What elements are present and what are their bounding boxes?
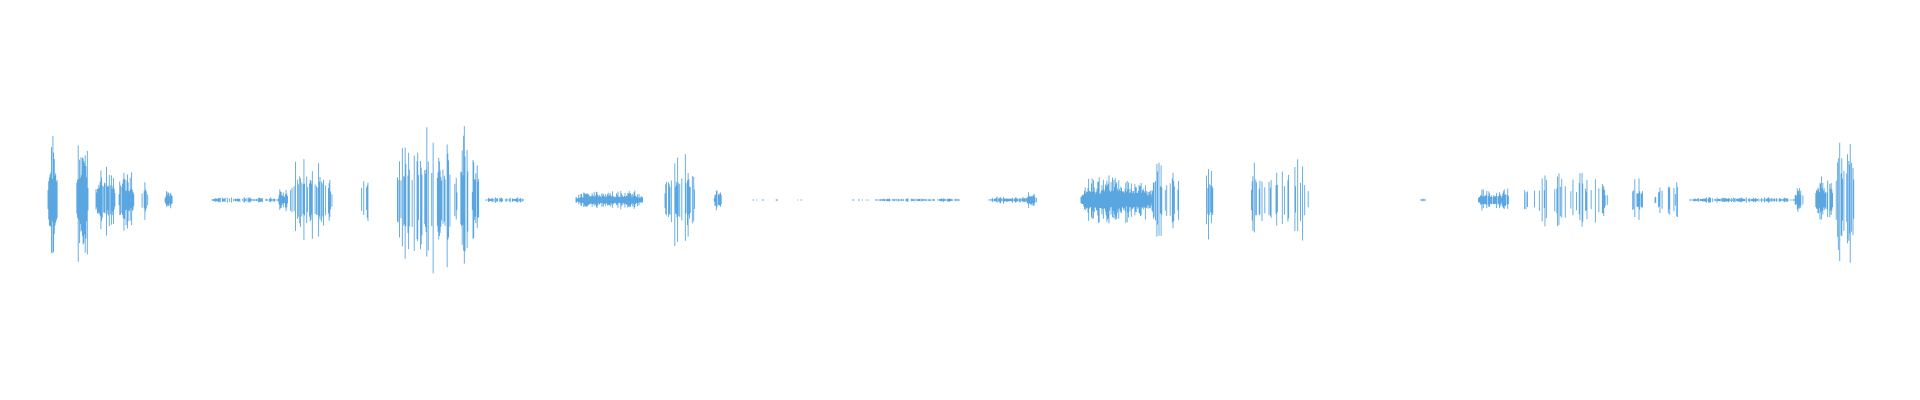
waveform-sample-dot — [858, 199, 860, 201]
waveform-burst — [471, 160, 480, 239]
waveform-burst — [875, 198, 960, 202]
waveform-sample-dot — [800, 199, 802, 201]
waveform-burst — [396, 127, 458, 274]
waveform-sample-dot — [762, 199, 764, 201]
waveform-burst — [1026, 192, 1037, 209]
waveform-burst — [118, 172, 135, 231]
waveform-sample-dot — [775, 199, 777, 201]
waveform-burst — [1080, 175, 1153, 224]
waveform-sample-dot — [852, 199, 854, 201]
waveform-burst — [164, 191, 173, 209]
waveform-burst — [277, 189, 288, 212]
waveform-burst — [1524, 172, 1608, 227]
waveform-burst — [1500, 188, 1509, 209]
waveform-burst — [664, 154, 695, 247]
waveform-sample-dot — [1424, 199, 1426, 201]
waveform-burst — [47, 135, 58, 254]
waveform-burst — [1206, 169, 1214, 240]
waveform-burst — [988, 196, 1028, 204]
waveform-burst — [1654, 182, 1678, 218]
waveform-burst — [485, 197, 525, 203]
waveform-burst — [361, 181, 369, 221]
waveform-bursts — [47, 126, 1855, 274]
waveform-burst — [1794, 188, 1804, 212]
waveform-burst — [211, 197, 278, 203]
waveform-burst — [76, 145, 89, 262]
waveform-burst — [575, 190, 643, 210]
waveform-burst — [1815, 176, 1834, 220]
waveform-burst — [1689, 197, 1796, 203]
waveform-burst — [1477, 189, 1502, 211]
waveform-burst — [713, 190, 722, 211]
waveform-burst — [141, 182, 149, 220]
waveform-burst — [95, 166, 116, 236]
waveform-sample-dot — [752, 199, 754, 201]
waveform-burst — [460, 126, 469, 264]
waveform-burst — [1151, 162, 1180, 237]
waveform-burst — [1632, 178, 1643, 221]
waveform-burst — [1251, 159, 1309, 241]
waveform-burst — [290, 159, 333, 241]
waveform-burst — [852, 199, 869, 201]
waveform-burst — [1420, 198, 1425, 202]
waveform-burst — [1835, 142, 1855, 263]
